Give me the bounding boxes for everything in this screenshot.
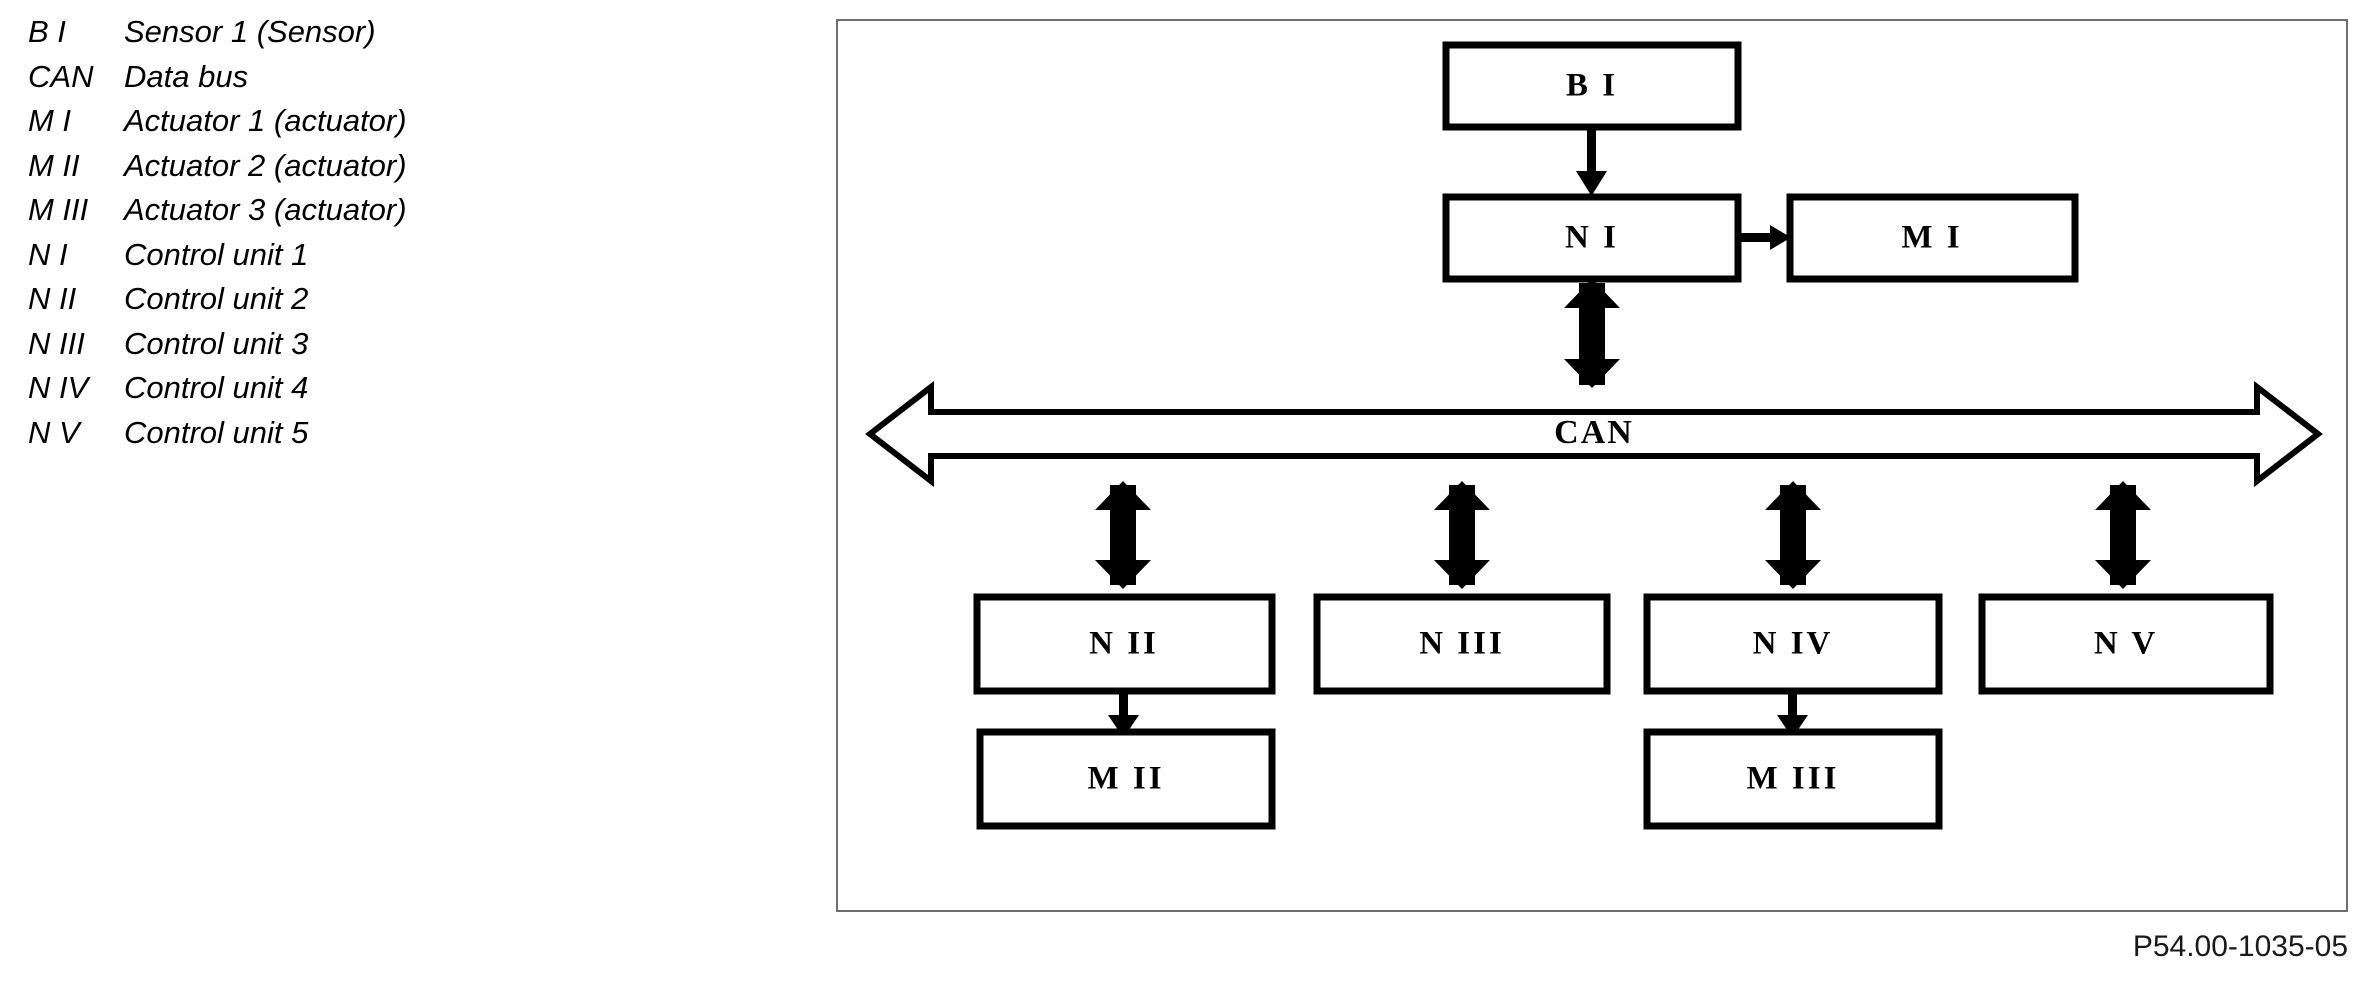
- legend-item-control-unit-5: N V Control unit 5: [28, 411, 788, 456]
- arrow-cu4-to-actuator3: [1777, 691, 1808, 738]
- can-data-bus: [865, 380, 2323, 488]
- legend-code: N I: [28, 236, 68, 272]
- block-control-unit-3: [1313, 593, 1611, 695]
- block-label-control-unit-2: N II: [1089, 626, 1159, 662]
- legend-description: Actuator 3 (actuator): [124, 192, 407, 227]
- block-control-unit-4: [1643, 593, 1943, 695]
- block-label-sensor-1: B I: [1566, 68, 1618, 104]
- block-label-actuator-2: M II: [1087, 761, 1164, 797]
- figure-reference-caption: P54.00-1035-05: [2132, 930, 2348, 963]
- can-bus-block-diagram: B I N I M I CAN: [865, 41, 2323, 830]
- arrow-cu1-to-actuator1: [1738, 225, 1791, 250]
- block-label-control-unit-3: N III: [1419, 626, 1505, 662]
- legend-description: Actuator 2 (actuator): [124, 147, 407, 183]
- legend-item-control-unit-3: N III Control unit 3: [28, 322, 788, 367]
- legend-code: M III: [28, 192, 89, 227]
- block-label-control-unit-1: N I: [1565, 220, 1619, 256]
- legend-item-sensor-1: B I Sensor 1 (Sensor): [28, 10, 788, 55]
- arrow-sensor1-to-cu1: [1576, 127, 1607, 196]
- block-label-actuator-1: M I: [1901, 220, 1962, 256]
- legend-description: Actuator 1 (actuator): [124, 103, 407, 138]
- arrow-bus-to-cu3: [1434, 481, 1490, 589]
- legend-item-control-unit-2: N II Control unit 2: [28, 277, 788, 322]
- legend-description: Control unit 5: [124, 414, 309, 450]
- legend-list: B I Sensor 1 (Sensor) CAN Data bus M I A…: [28, 10, 788, 455]
- legend-code: B I: [28, 14, 66, 49]
- legend-item-control-unit-4: N IV Control unit 4: [28, 366, 788, 411]
- legend-description: Control unit 4: [124, 370, 309, 405]
- legend-item-actuator-2: M II Actuator 2 (actuator): [28, 144, 788, 189]
- legend-item-control-unit-1: N I Control unit 1: [28, 233, 788, 278]
- arrow-bus-to-cu4: [1765, 481, 1821, 589]
- legend-description: Data bus: [124, 58, 249, 94]
- arrow-cu1-to-bus: [1564, 279, 1620, 388]
- legend-description: Control unit 3: [124, 325, 309, 361]
- arrow-bus-to-cu5: [2095, 481, 2151, 589]
- arrow-cu2-to-actuator2: [1108, 691, 1139, 738]
- legend-code: N III: [28, 325, 85, 361]
- block-label-control-unit-5: N V: [2094, 626, 2158, 662]
- block-label-actuator-3: M III: [1747, 761, 1840, 797]
- legend-code: N V: [28, 414, 80, 450]
- diagram-panel: B I N I M I CAN: [836, 19, 2348, 912]
- legend-description: Control unit 2: [124, 281, 309, 316]
- legend-code: M II: [28, 147, 80, 183]
- legend-code: N II: [28, 281, 77, 316]
- legend-item-actuator-1: M I Actuator 1 (actuator): [28, 99, 788, 144]
- block-control-unit-2: [973, 593, 1276, 695]
- block-actuator-3: [1643, 728, 1943, 830]
- legend-code: CAN: [28, 58, 94, 94]
- legend-description: Control unit 1: [124, 236, 309, 272]
- legend-code: N IV: [28, 370, 89, 405]
- arrow-bus-to-cu2: [1095, 481, 1151, 589]
- legend-item-can: CAN Data bus: [28, 55, 788, 100]
- legend-code: M I: [28, 103, 72, 138]
- can-bus-label: CAN: [1554, 414, 1634, 451]
- block-control-unit-5: [1978, 593, 2274, 695]
- legend-item-actuator-3: M III Actuator 3 (actuator): [28, 188, 788, 233]
- block-actuator-1: [1786, 193, 2079, 283]
- block-label-control-unit-4: N IV: [1753, 626, 1834, 662]
- block-actuator-2: [976, 728, 1276, 830]
- legend-description: Sensor 1 (Sensor): [124, 14, 376, 49]
